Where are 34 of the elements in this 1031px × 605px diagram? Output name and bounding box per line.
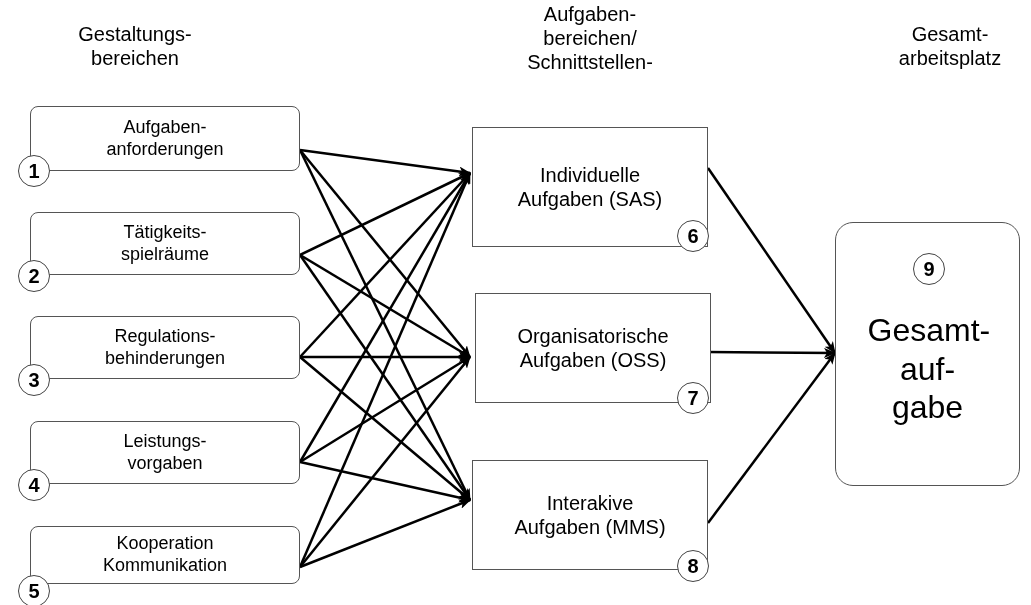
- number-circle: 8: [677, 550, 709, 582]
- arrow: [299, 460, 471, 503]
- arrow: [706, 167, 837, 354]
- box-text: Tätigkeits- spielräume: [119, 221, 210, 266]
- column-heading: Gesamt- arbeitsplatz: [897, 22, 1003, 70]
- number-circle: 2: [18, 260, 50, 292]
- arrow: [299, 355, 471, 464]
- number-circle: 5: [18, 575, 50, 605]
- number-circle: 9: [913, 253, 945, 285]
- arrow: [707, 352, 836, 524]
- box-text: Aufgaben- anforderungen: [105, 116, 225, 161]
- box-text: Organisatorische Aufgaben (OSS): [516, 324, 670, 372]
- number-circle: 1: [18, 155, 50, 187]
- box-text: Interakive Aufgaben (MMS): [513, 491, 667, 539]
- arrow: [299, 356, 471, 568]
- box-text: Individuelle Aufgaben (SAS): [516, 163, 664, 211]
- box-text: Gesamt- auf- gabe: [867, 311, 988, 427]
- box-text: Kooperation Kommunikation: [101, 533, 229, 577]
- arrow: [298, 254, 472, 501]
- number-circle: 7: [677, 382, 709, 414]
- box-text: Leistungs- vorgaben: [122, 430, 208, 475]
- arrow: [299, 253, 471, 359]
- number-circle: 4: [18, 469, 50, 501]
- box-text: Regulations- behinderungen: [103, 325, 227, 370]
- arrow: [298, 172, 472, 463]
- arrow: [299, 356, 471, 501]
- column-heading: Gestaltungs- bereichen: [77, 22, 193, 70]
- arrow: [299, 498, 471, 569]
- number-circle: 3: [18, 364, 50, 396]
- column-heading: Aufgaben- bereichen/ Schnittstellen-: [526, 2, 654, 74]
- arrow: [299, 148, 471, 177]
- rounded-box: [835, 222, 1020, 486]
- number-circle: 6: [677, 220, 709, 252]
- arrow: [299, 171, 471, 257]
